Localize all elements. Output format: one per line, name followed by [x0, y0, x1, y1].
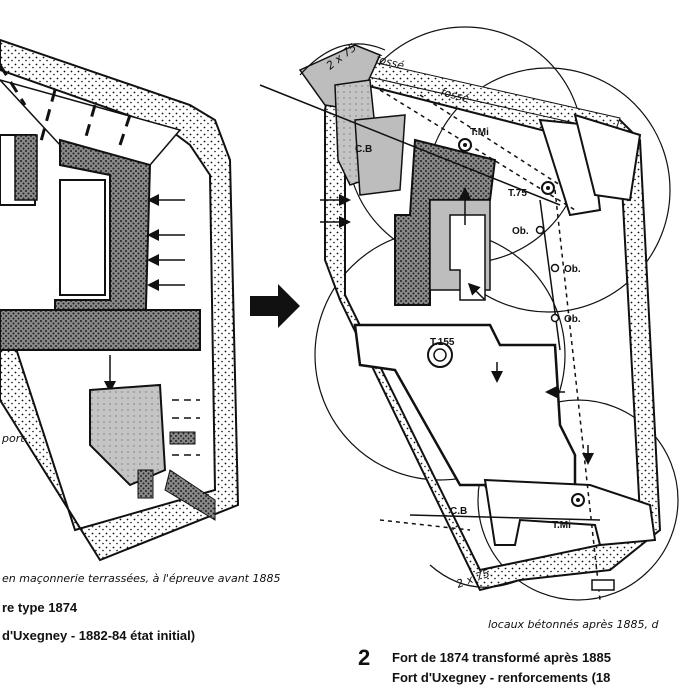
left-caption-line1: re type 1874 [2, 600, 78, 615]
ob3-icon [550, 313, 560, 323]
t75-label: T.75 [508, 188, 527, 199]
ob3-label: Ob. [564, 314, 581, 325]
right-cb-block [354, 114, 406, 196]
right-caption-line2: Fort d'Uxegney - renforcements (18 [392, 670, 610, 685]
tmi-top-label: T.Mi [470, 127, 489, 138]
left-fire-lines [0, 64, 132, 146]
right-note: locaux bétonnés après 1885, d [488, 618, 660, 631]
right-bottom-block [483, 478, 657, 547]
left-small-hatch [169, 431, 196, 445]
right-small-mark [591, 579, 615, 591]
right-arrow-icon [250, 284, 300, 328]
left-note: en maçonnerie terrassées, à l'épreuve av… [2, 572, 280, 585]
right-caption-number: 2 [358, 645, 370, 670]
right-barracks [394, 138, 497, 306]
ob2-icon [550, 263, 560, 273]
left-small-hatch-b [137, 469, 154, 499]
cb-bottom-label: C.B [450, 506, 467, 517]
ob1-label: Ob. [512, 226, 529, 237]
tmi-bottom-label: T.Mi [552, 520, 571, 531]
left-port-label: port [1, 432, 25, 445]
right-dimension-arcs [299, 43, 521, 588]
left-barracks [54, 138, 152, 341]
left-magazine [89, 383, 167, 487]
right-east-tower [573, 113, 642, 202]
cb-top-label: C.B [355, 144, 372, 155]
right-inner-white [449, 214, 486, 301]
t155-label: T.155 [430, 337, 455, 348]
left-corridor [0, 309, 201, 351]
ob2-label: Ob. [564, 264, 581, 275]
right-fort-plan: 2 x 75 fossé fossé C.B T.Mi T.75 Ob. Ob.… [259, 26, 679, 685]
right-central-court [353, 323, 577, 507]
right-fire-lines [259, 84, 601, 601]
left-wall-slope [164, 469, 216, 521]
right-caption-line1: Fort de 1874 transformé après 1885 [392, 650, 611, 665]
left-dashed-marks [172, 399, 200, 456]
left-fort-plan: port en maçonnerie terrassées, à l'épreu… [0, 38, 280, 643]
ob1-icon [535, 225, 545, 235]
left-caption-line2: d'Uxegney - 1882-84 état initial) [2, 628, 195, 643]
right-gun-positions [427, 138, 585, 507]
left-inner-court [59, 179, 106, 296]
left-block-b [14, 134, 38, 201]
